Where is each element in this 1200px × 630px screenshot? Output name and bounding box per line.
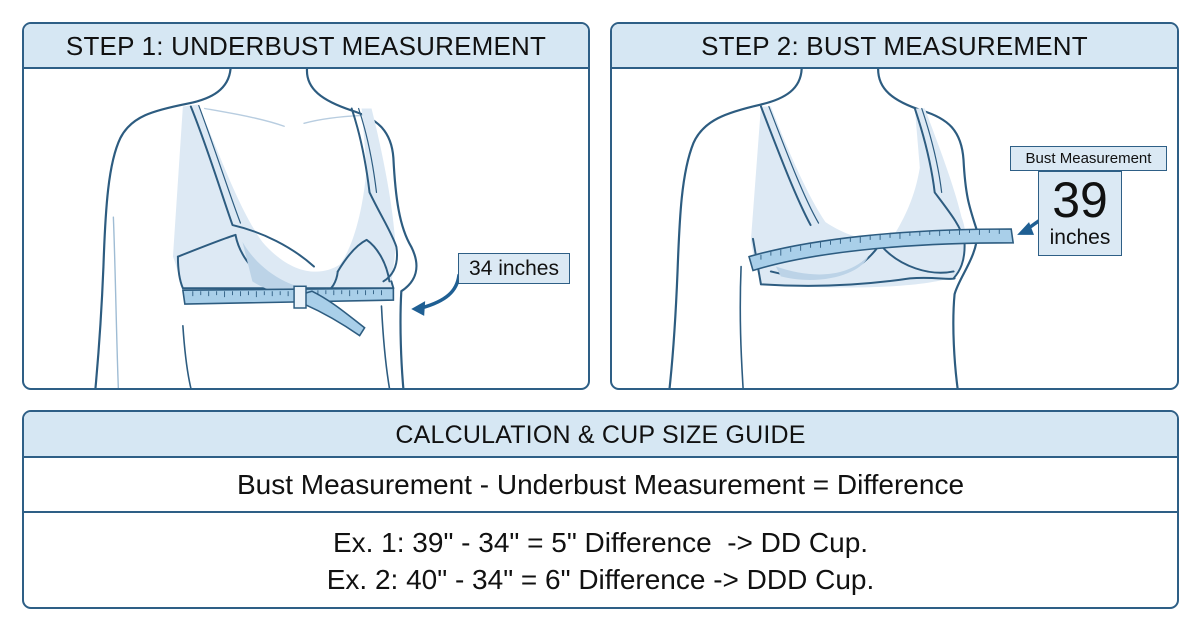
example-1: Ex. 1: 39" - 34" = 5" Difference -> DD C… — [332, 527, 869, 558]
step2-panel: STEP 2: BUST MEASUREMENT Bust Measuremen… — [610, 22, 1179, 390]
underbust-illustration — [94, 69, 461, 388]
bust-unit: inches — [1049, 226, 1111, 249]
calculation-title: CALCULATION & CUP SIZE GUIDE — [24, 412, 1177, 458]
step1-panel: STEP 1: UNDERBUST MEASUREMENT — [22, 22, 590, 390]
bust-value: 39 — [1052, 172, 1108, 228]
example-2: Ex. 2: 40" - 34" = 6" Difference -> DDD … — [326, 564, 875, 595]
step2-title: STEP 2: BUST MEASUREMENT — [612, 24, 1177, 69]
bust-callout-label: Bust Measurement — [1010, 146, 1167, 171]
bust-illustration — [668, 69, 1049, 388]
underbust-callout: 34 inches — [458, 253, 570, 284]
formula: Bust Measurement - Underbust Measurement… — [24, 458, 1177, 513]
bust-callout-value: 39 inches — [1038, 171, 1122, 256]
examples: Ex. 1: 39" - 34" = 5" Difference -> DD C… — [24, 513, 1177, 598]
arrow-icon — [419, 273, 461, 310]
step1-title: STEP 1: UNDERBUST MEASUREMENT — [24, 24, 588, 69]
calculation-panel: CALCULATION & CUP SIZE GUIDE Bust Measur… — [22, 410, 1179, 609]
